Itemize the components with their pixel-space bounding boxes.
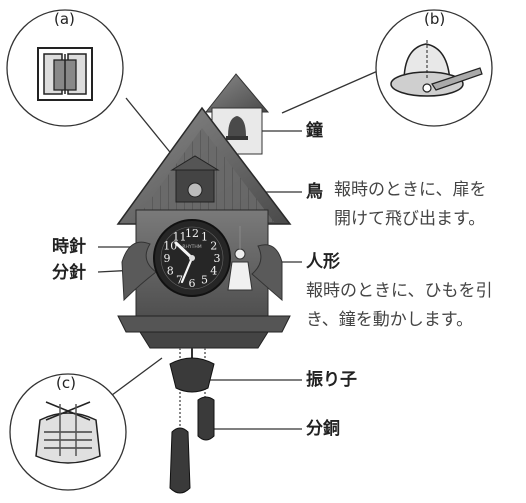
dial-numeral: 8 [167, 265, 174, 278]
label-bird: 鳥 [306, 182, 323, 202]
pendulum [169, 357, 215, 393]
dial-numeral: 5 [201, 274, 208, 287]
inset-b-bell-detail [375, 9, 493, 127]
minute-hand [180, 256, 194, 284]
inset-a-door-detail [6, 9, 124, 127]
dial-numeral: 2 [210, 240, 217, 253]
inset-b-label: (b) [424, 10, 446, 28]
dial-numeral: 11 [173, 230, 187, 243]
weight-long [169, 427, 191, 494]
doll-description-line2: き、鐘を動かします。 [306, 310, 474, 330]
dial-numeral: 3 [214, 252, 221, 265]
label-minute-hand: 分針 [52, 263, 86, 283]
inset-c-label: (c) [56, 374, 76, 392]
doll-description-line1: 報時のときに、ひもを引 [306, 281, 493, 301]
label-hour-hand: 時針 [52, 237, 86, 257]
clock-base [117, 315, 291, 333]
hammer-icon [431, 67, 483, 91]
leader-inset-a [125, 97, 179, 163]
label-bell: 鐘 [306, 121, 323, 141]
hour-hand [174, 241, 194, 260]
clock-bell-icon [228, 116, 246, 136]
label-doll: 人形 [306, 252, 340, 272]
dial-numeral: 9 [164, 252, 171, 265]
weight-bag-icon [35, 412, 101, 464]
label-weight: 分銅 [306, 419, 340, 439]
dial-numeral: 6 [189, 277, 196, 290]
inset-a-label: (a) [54, 10, 75, 28]
dial-brand: RHYTHM [182, 244, 201, 250]
dial-numeral: 4 [210, 265, 217, 278]
dial-numeral: 1 [201, 230, 208, 243]
doll-figure [227, 226, 253, 291]
weight-short [197, 396, 215, 441]
inset-c-weight-detail [9, 373, 127, 491]
bird-description-line1: 報時のときに、扉を [334, 180, 487, 200]
dial-numeral: 7 [176, 274, 183, 287]
bird-description-line2: 開けて飛び出ます。 [334, 209, 486, 229]
dial-numeral: 12 [185, 227, 199, 240]
bird-icon [187, 182, 203, 198]
leader-inset-b [281, 69, 381, 114]
label-pendulum: 振り子 [306, 370, 357, 390]
dial-numeral: 10 [163, 240, 177, 253]
leader-inset-c [107, 357, 163, 399]
